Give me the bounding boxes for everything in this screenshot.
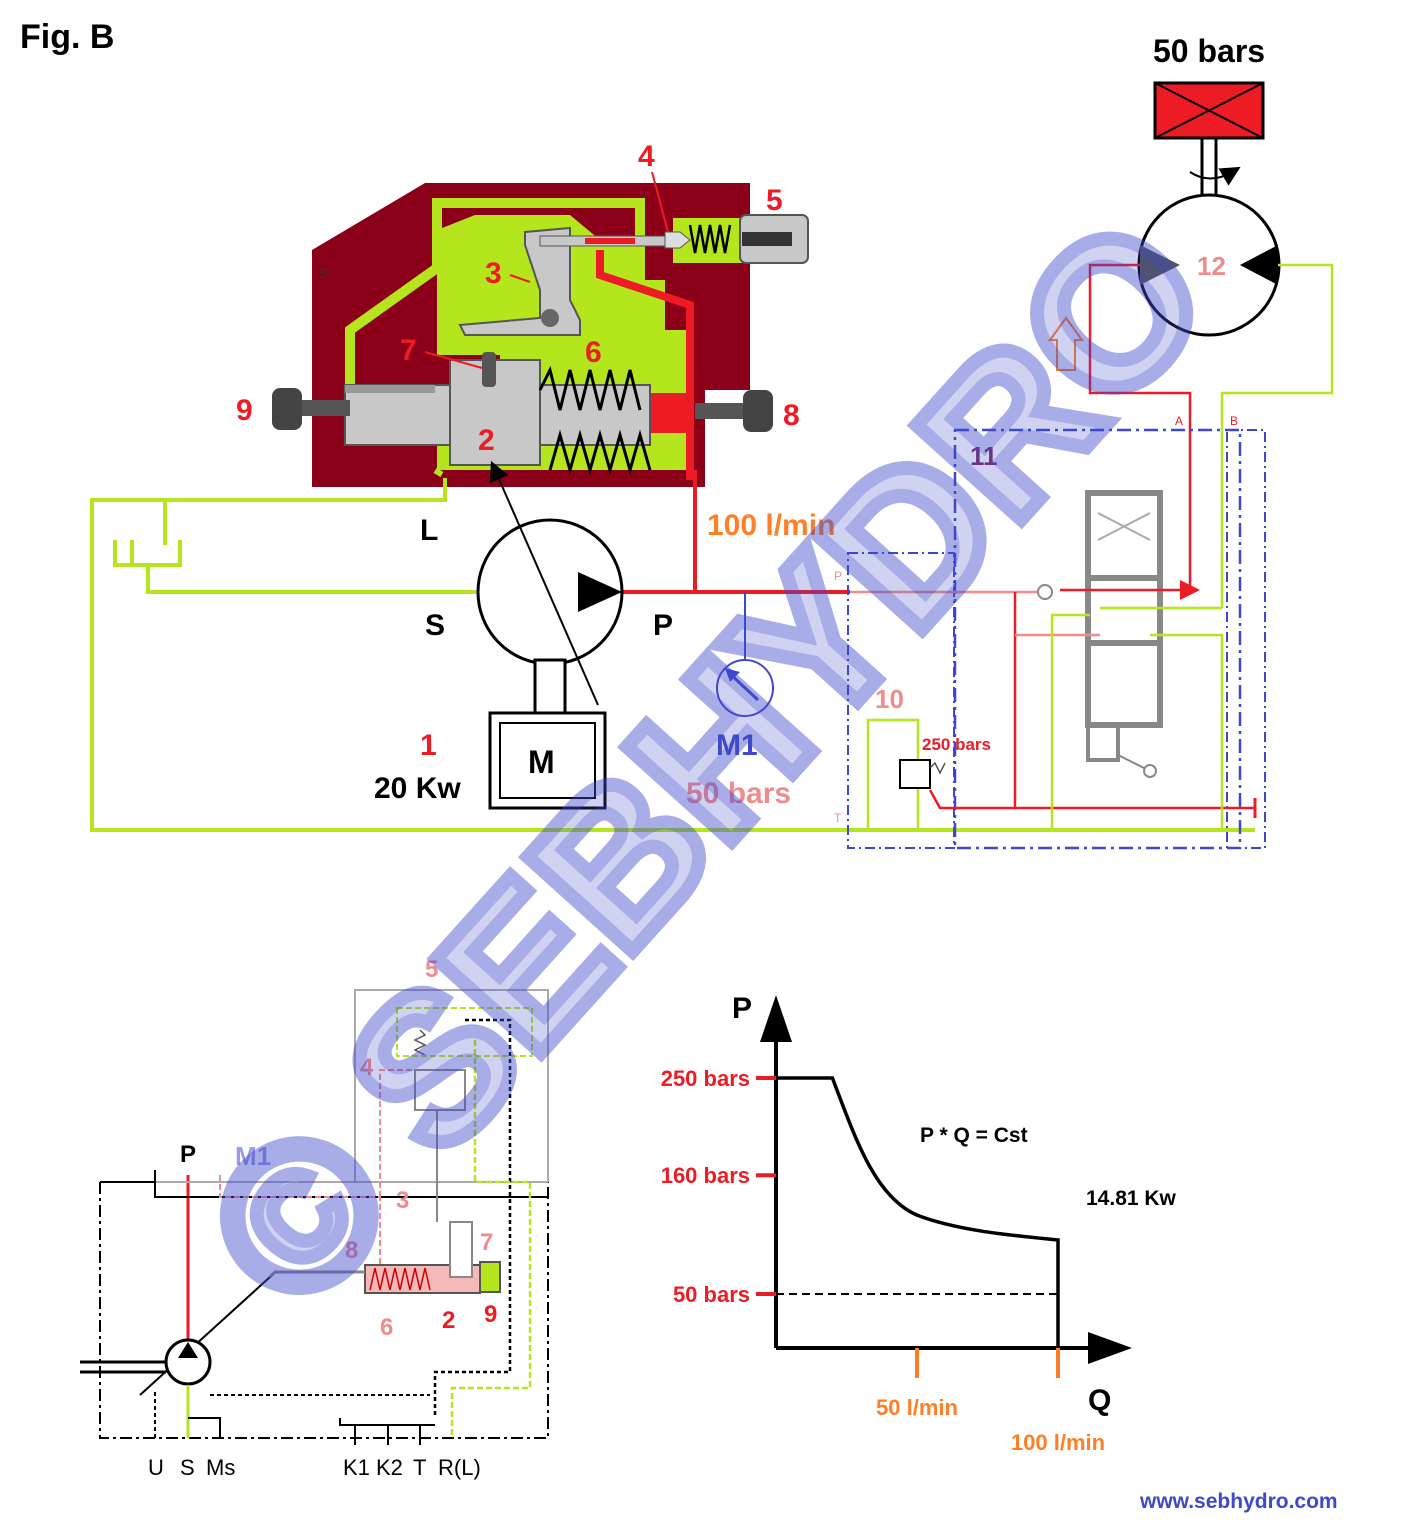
port-U: U (148, 1455, 164, 1480)
port-S: S (180, 1455, 195, 1480)
pump-regulator-cutaway (272, 183, 809, 487)
part-4-label: 4 (638, 140, 655, 173)
schematic-label-4: 4 (360, 1054, 374, 1081)
schematic-label-5: 5 (425, 956, 438, 983)
schematic-label-6: 6 (380, 1314, 393, 1341)
port-L-label: L (420, 514, 438, 547)
schematic-label-9: 9 (484, 1301, 497, 1328)
part-10-label: 10 (875, 684, 904, 714)
schematic-label-3: 3 (396, 1187, 409, 1214)
motor-label: M (528, 744, 555, 780)
schematic-label-7: 7 (480, 1229, 493, 1256)
y-axis-arrow (760, 995, 792, 1042)
y-tick-label: 50 bars (673, 1282, 750, 1307)
valve-port-B: B (1230, 414, 1238, 428)
port-P-label: P (653, 609, 673, 642)
valve-port-A: A (1175, 414, 1183, 428)
chart-formula: P * Q = Cst (920, 1124, 1028, 1147)
chart-x-label: Q (1088, 1384, 1111, 1417)
part-8-label: 8 (783, 399, 800, 432)
pq-curve (776, 1076, 1060, 1348)
part-12-label: 12 (1197, 251, 1226, 281)
y-tick-label: 160 bars (661, 1163, 750, 1188)
valve-port-P: P (834, 569, 842, 583)
website-link[interactable]: www.sebhydro.com (1139, 1490, 1338, 1513)
schematic-bottom-ports: U S Ms K1 K2 T R(L) (148, 1455, 481, 1480)
part-2-label: 2 (478, 424, 495, 457)
part-6-label: 6 (585, 336, 602, 369)
regulator-schematic (80, 989, 549, 1445)
port-T: T (413, 1455, 426, 1480)
part-3-label: 3 (485, 257, 502, 290)
schematic-port-P: P (180, 1141, 196, 1168)
part-9-label: 9 (236, 394, 253, 427)
gauge-m1-label: M1 (716, 729, 758, 762)
pump-circuit-lines (90, 460, 1255, 832)
figure-title: Fig. B (20, 18, 114, 56)
part-11-label: 11 (970, 441, 998, 471)
port-R: R(L) (438, 1455, 481, 1480)
load-pressure: 50 bars (1153, 33, 1265, 69)
port-S-label: S (425, 609, 445, 642)
valve-port-T: T (834, 811, 842, 825)
relief-setting: 250 bars (922, 735, 991, 754)
x-tick-label: 100 l/min (1011, 1430, 1105, 1455)
gauge-pressure: 50 bars (686, 777, 791, 810)
part-7-label: 7 (400, 334, 417, 367)
port-Ms: Ms (206, 1455, 235, 1480)
port-K1: K1 (343, 1455, 370, 1480)
part-1-label: 1 (420, 729, 437, 762)
x-tick-label: 50 l/min (876, 1395, 958, 1420)
port-K2: K2 (376, 1455, 403, 1480)
motor-power: 20 Kw (374, 772, 461, 805)
chart-y-label: P (732, 992, 752, 1025)
s2-label: S² (318, 265, 332, 281)
valve-circuit (847, 81, 1334, 850)
flow-label: 100 l/min (707, 509, 835, 542)
chart-power: 14.81 Kw (1086, 1187, 1177, 1210)
part-5-label: 5 (766, 184, 783, 217)
y-tick-label: 250 bars (661, 1066, 750, 1091)
schematic-label-2: 2 (442, 1307, 455, 1334)
schematic-gauge-m1: M1 (235, 1141, 271, 1171)
pq-chart: 250 bars 160 bars 50 bars 50 l/min 100 l/min (661, 995, 1132, 1455)
schematic-label-8: 8 (345, 1237, 358, 1264)
x-axis-arrow (1088, 1332, 1132, 1364)
